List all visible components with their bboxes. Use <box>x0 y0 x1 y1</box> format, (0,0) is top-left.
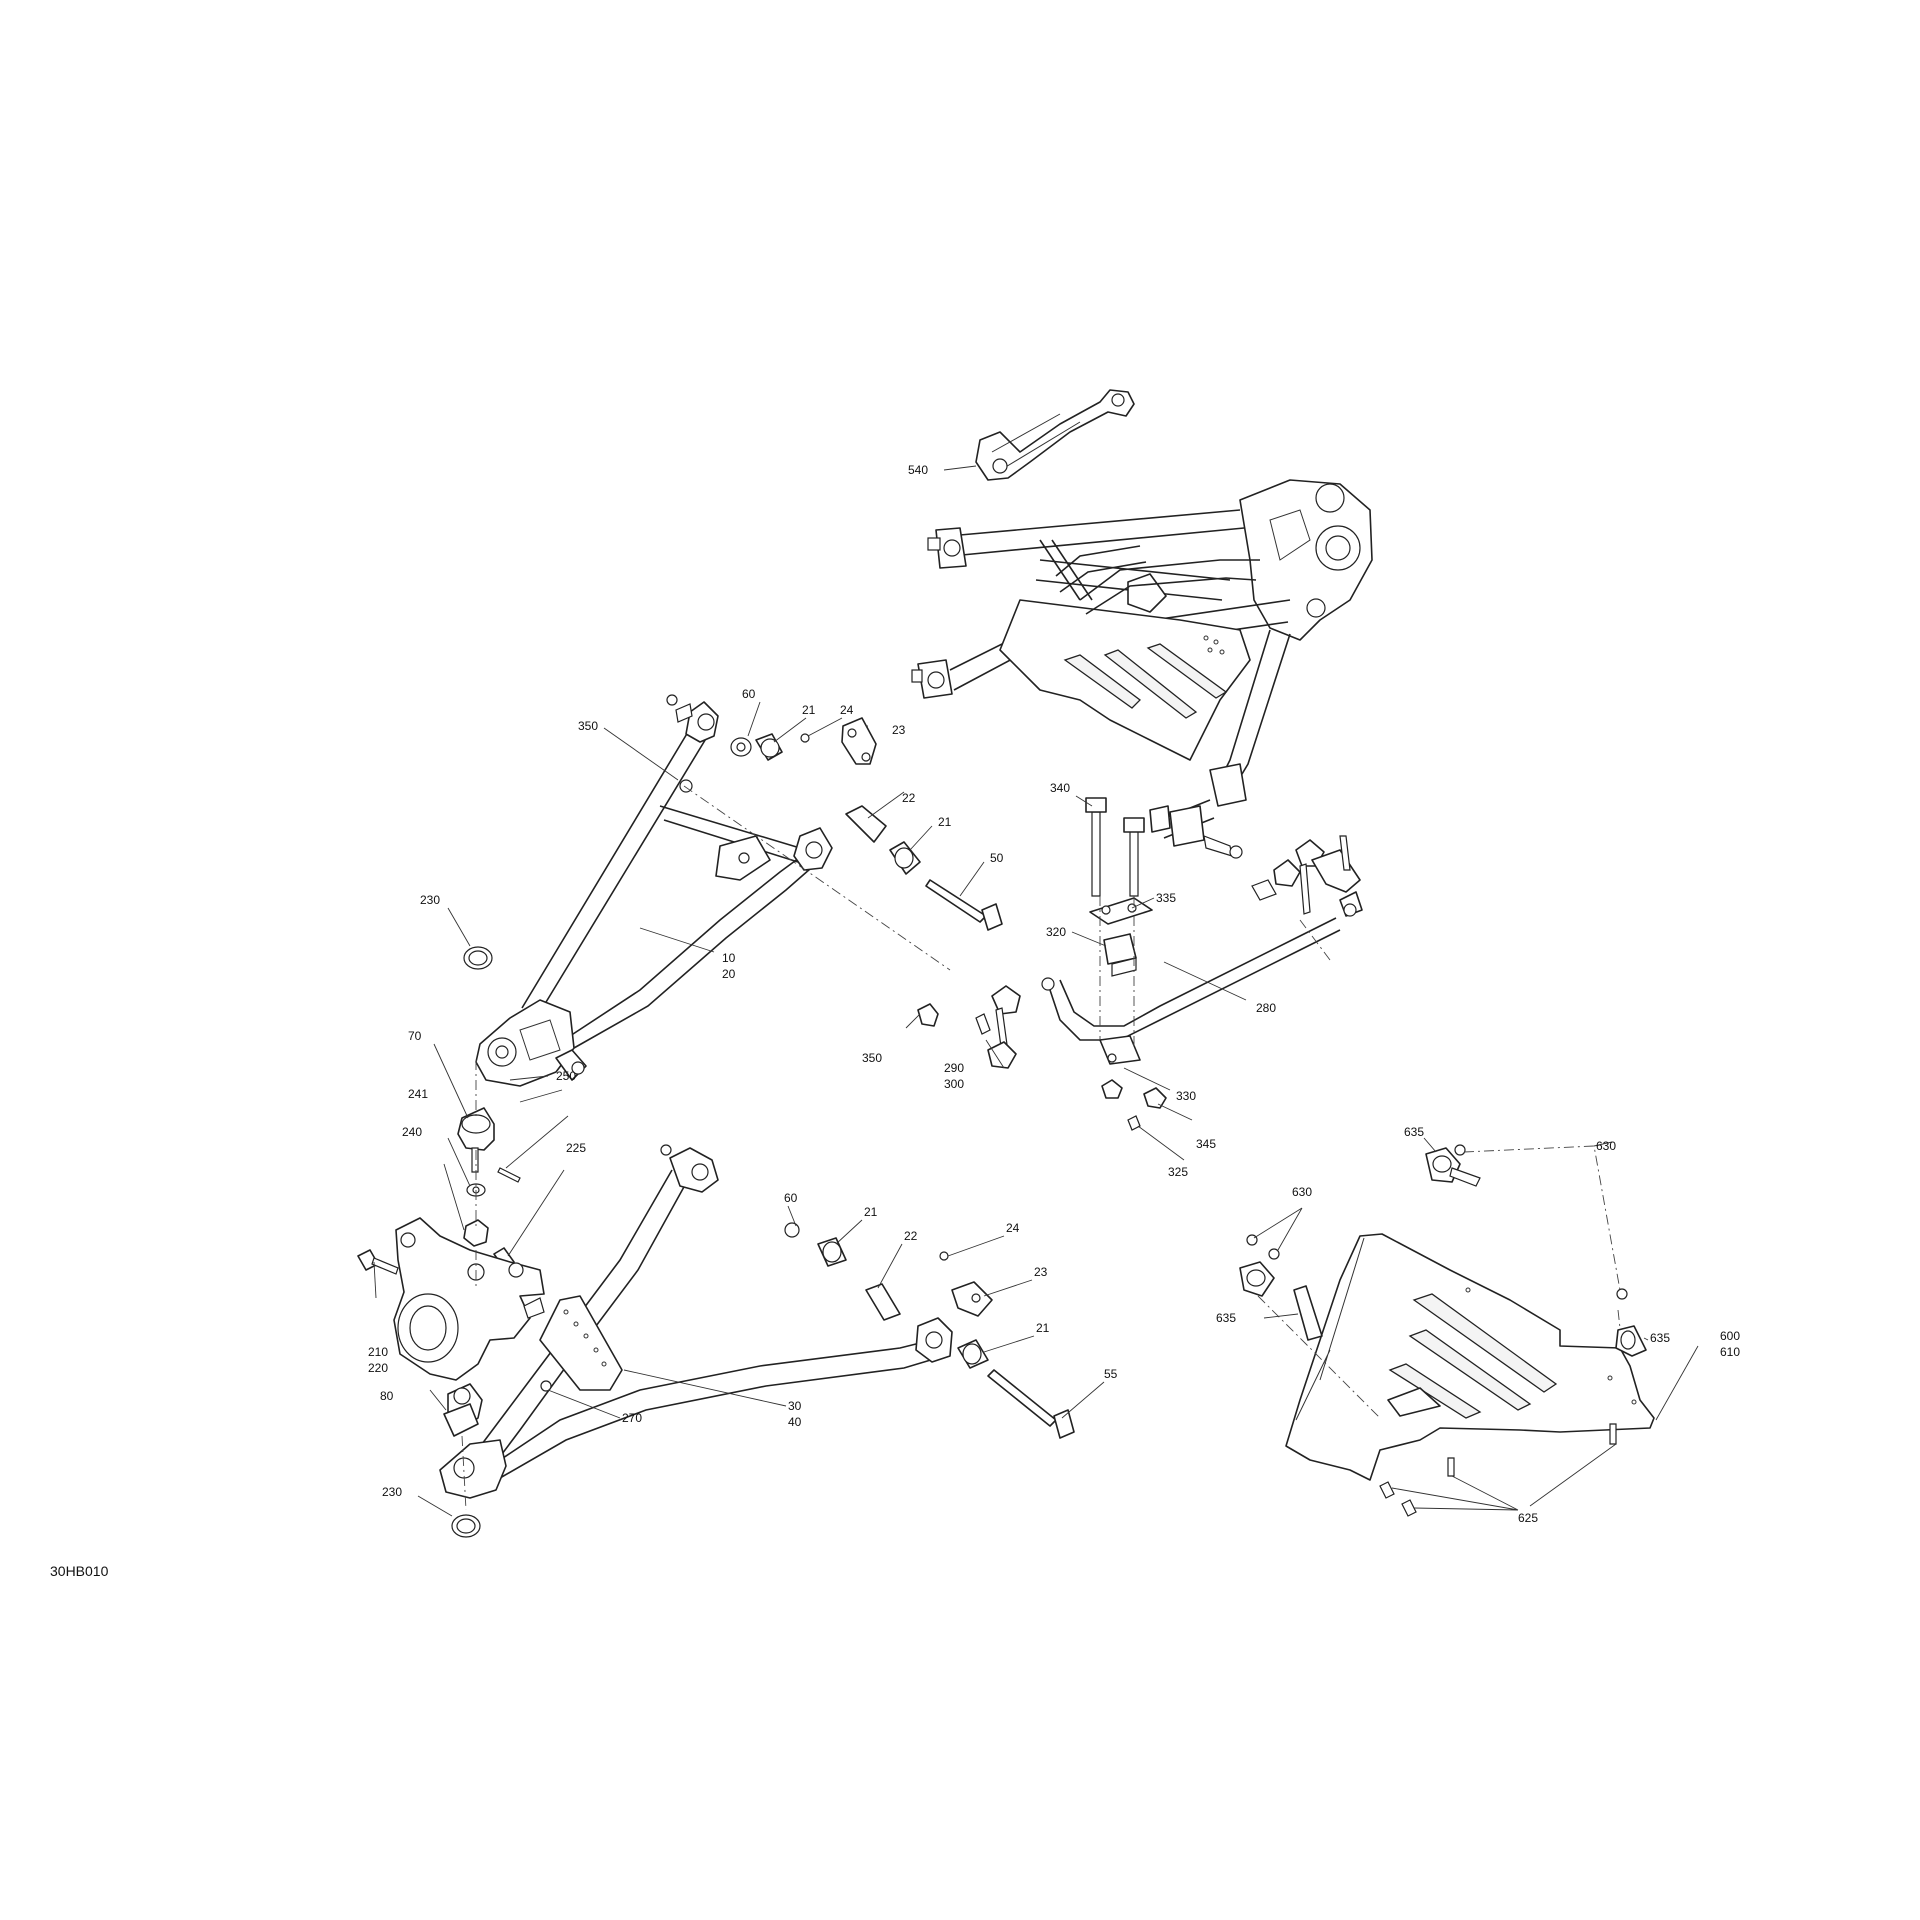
callout-345: 345 <box>1196 1137 1216 1151</box>
callout-630: 630 <box>1596 1139 1616 1153</box>
callout-270: 270 <box>622 1411 642 1425</box>
nut-350b <box>917 1003 939 1027</box>
callout-40: 40 <box>788 1415 802 1429</box>
callout-20: 20 <box>722 967 736 981</box>
callout-610: 610 <box>1720 1345 1740 1359</box>
callout-290: 290 <box>944 1061 964 1075</box>
screw-325 <box>1127 1115 1141 1131</box>
callout-240: 240 <box>402 1125 422 1139</box>
bracket-540-icon <box>975 389 1135 481</box>
callout-21: 21 <box>1036 1321 1050 1335</box>
callout-60: 60 <box>784 1191 798 1205</box>
callout-22: 22 <box>902 791 916 805</box>
bolt-55 <box>987 1369 1057 1427</box>
skid-plate-icon <box>1239 1144 1655 1517</box>
sleeve-22b <box>865 1283 901 1321</box>
upper-a-arm-icon <box>475 694 833 1087</box>
upper-hardware-icon <box>463 717 1003 970</box>
callout-241: 241 <box>408 1087 428 1101</box>
callout-600: 600 <box>1720 1329 1740 1343</box>
nut-270 <box>540 1380 552 1392</box>
sway-bar-icon <box>917 797 1363 1131</box>
callout-210: 210 <box>368 1345 388 1359</box>
leader-lines <box>373 465 1699 1517</box>
callout-60: 60 <box>742 687 756 701</box>
callout-55: 55 <box>1104 1367 1118 1381</box>
callout-625: 625 <box>1518 1511 1538 1525</box>
callout-21: 21 <box>938 815 952 829</box>
nut-60b <box>784 1222 800 1238</box>
callout-21: 21 <box>864 1205 878 1219</box>
callout-225: 225 <box>566 1141 586 1155</box>
sleeve-22a <box>845 805 887 843</box>
nut-345b <box>1143 1087 1167 1109</box>
bolt-50 <box>925 879 987 923</box>
callout-635: 635 <box>1650 1331 1670 1345</box>
callout-21: 21 <box>802 703 816 717</box>
callout-24: 24 <box>840 703 854 717</box>
callout-230: 230 <box>382 1485 402 1499</box>
callout-220: 220 <box>368 1361 388 1375</box>
callout-340: 340 <box>1050 781 1070 795</box>
callout-22: 22 <box>904 1229 918 1243</box>
assembly-lines <box>461 785 1621 1511</box>
callout-230: 230 <box>420 893 440 907</box>
callout-330: 330 <box>1176 1089 1196 1103</box>
callout-635: 635 <box>1404 1125 1424 1139</box>
rear-arm-assembly-icon <box>911 479 1373 859</box>
callout-320: 320 <box>1046 925 1066 939</box>
lower-hardware-icon <box>784 1222 1075 1439</box>
callout-540: 540 <box>908 463 928 477</box>
callout-350: 350 <box>578 719 598 733</box>
callout-280: 280 <box>1256 1001 1276 1015</box>
callout-50: 50 <box>990 851 1004 865</box>
callout-23: 23 <box>1034 1265 1048 1279</box>
knuckle-group-icon <box>357 1107 545 1538</box>
callout-630: 630 <box>1292 1185 1312 1199</box>
nut-24b <box>939 1251 949 1261</box>
diagram-code: 30HB010 <box>50 1563 109 1579</box>
callout-350: 350 <box>862 1051 882 1065</box>
callout-635: 635 <box>1216 1311 1236 1325</box>
nut-24a <box>800 733 810 743</box>
callout-10: 10 <box>722 951 736 965</box>
lower-a-arm-icon <box>439 1144 953 1499</box>
callout-335: 335 <box>1156 891 1176 905</box>
pin-250 <box>497 1167 521 1183</box>
callout-325: 325 <box>1168 1165 1188 1179</box>
nut-345a <box>1101 1079 1123 1099</box>
callout-250: 250 <box>556 1069 576 1083</box>
callout-labels: 540 60 21 24 23 350 22 21 50 230 10 20 3… <box>50 463 1740 1579</box>
callout-24: 24 <box>1006 1221 1020 1235</box>
plate-23a <box>841 717 877 765</box>
callout-30: 30 <box>788 1399 802 1413</box>
nut-240 <box>463 1219 489 1247</box>
callout-300: 300 <box>944 1077 964 1091</box>
callout-80: 80 <box>380 1389 394 1403</box>
callout-70: 70 <box>408 1029 422 1043</box>
callout-23: 23 <box>892 723 906 737</box>
